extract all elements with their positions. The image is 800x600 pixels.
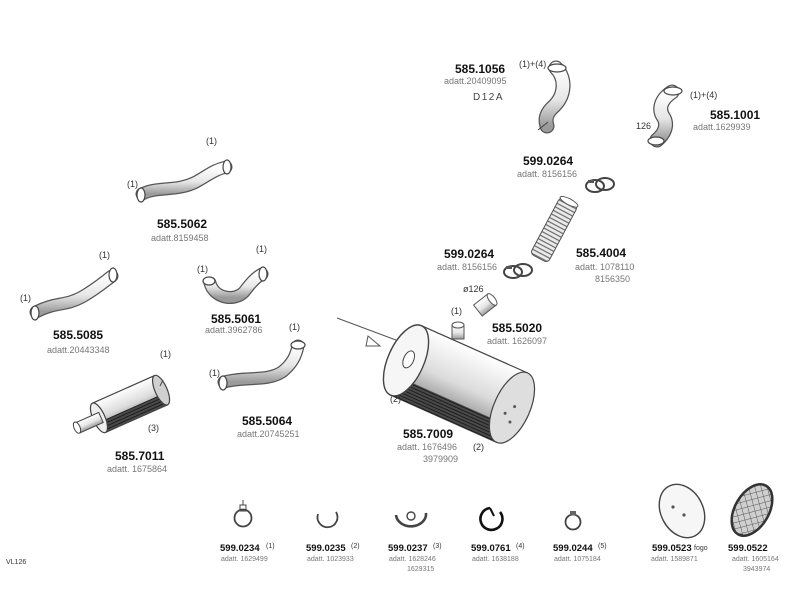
quantity-note: (1) xyxy=(99,250,110,260)
quantity-note: (1) xyxy=(197,264,208,274)
part-number[interactable]: 585.5020 xyxy=(492,321,543,335)
clamp-599-0264-mid-drawing[interactable] xyxy=(503,263,533,279)
quantity-note: (1) xyxy=(256,244,267,254)
clamp-599-0234-drawing[interactable] xyxy=(233,500,253,528)
size-note: 126 xyxy=(636,121,652,131)
reference-number-alt: 1629315 xyxy=(407,566,435,573)
quantity-note: (1) xyxy=(160,349,171,359)
clamp-599-0244-drawing[interactable] xyxy=(564,511,582,531)
part-number[interactable]: 599.0244 xyxy=(553,543,593,554)
clamp-599-0235-drawing[interactable] xyxy=(316,511,339,529)
quantity-note: (5) xyxy=(598,543,607,550)
flex-hose-585-4004-drawing[interactable] xyxy=(530,194,579,263)
clamp-599-0761-drawing[interactable] xyxy=(479,506,504,532)
part-number[interactable]: 585.1056 xyxy=(455,62,506,76)
reference-number-alt: 3943974 xyxy=(743,566,771,573)
reference-number-alt: 8156350 xyxy=(595,274,631,284)
pipe-585-5062-drawing[interactable] xyxy=(135,159,233,203)
part-number[interactable]: 599.0237 xyxy=(388,543,428,554)
reference-number: adatt. 1676496 xyxy=(397,442,458,452)
muffler-585-7009-drawing[interactable] xyxy=(336,317,544,450)
pipe-585-5061-drawing[interactable] xyxy=(202,266,269,304)
clamp-599-0264-top-drawing[interactable] xyxy=(585,177,615,193)
reference-number: adatt. 1589871 xyxy=(651,556,698,563)
part-number[interactable]: 585.7011 xyxy=(115,449,165,463)
quantity-note: (1) xyxy=(206,136,217,146)
part-number[interactable]: 585.5062 xyxy=(157,217,208,231)
reference-number: adatt. 1629499 xyxy=(221,556,268,563)
quantity-note: fogo xyxy=(694,545,708,552)
part-number[interactable]: 599.0234 xyxy=(220,543,260,554)
part-number[interactable]: 585.5085 xyxy=(53,328,104,342)
part-number[interactable]: 599.0523 xyxy=(652,543,692,554)
reference-number: adatt.20443348 xyxy=(47,345,110,355)
quantity-note: (3) xyxy=(433,543,442,550)
quantity-note: (1) xyxy=(451,306,462,316)
pipe-585-5085-drawing[interactable] xyxy=(29,267,119,321)
reference-number: adatt. 8156156 xyxy=(517,169,578,179)
quantity-note: (2) xyxy=(351,543,360,550)
cover-plate-599-0523-drawing[interactable] xyxy=(650,476,713,545)
part-number[interactable]: 599.0522 xyxy=(728,543,768,554)
drawing-code: VL126 xyxy=(6,559,27,566)
quantity-note: (2) xyxy=(473,442,484,452)
quantity-note: (1)+(4) xyxy=(519,59,547,69)
part-number[interactable]: 585.5061 xyxy=(211,312,262,326)
quantity-note: (1) xyxy=(127,179,138,189)
quantity-note: (3) xyxy=(148,423,159,433)
reference-number: adatt. 8156156 xyxy=(437,262,498,272)
reference-number: adatt.8159458 xyxy=(151,233,209,243)
reference-number: adatt. 1023933 xyxy=(307,556,354,563)
part-number[interactable]: 585.1001 xyxy=(710,108,761,122)
reference-number: adatt. 1078110 xyxy=(575,262,635,272)
quantity-note: (4) xyxy=(516,543,525,550)
reference-number: adatt. 1626097 xyxy=(487,336,548,346)
reference-number: adatt.1629939 xyxy=(693,122,751,132)
quantity-note: (1) xyxy=(209,368,220,378)
part-number[interactable]: 599.0264 xyxy=(523,154,574,168)
pipe-585-1001-drawing[interactable] xyxy=(647,84,683,148)
reference-number: adatt.20745251 xyxy=(237,429,300,439)
reference-number: adatt. 1628246 xyxy=(389,556,436,563)
part-number[interactable]: 599.0235 xyxy=(306,543,346,554)
pipe-585-1056-drawing[interactable] xyxy=(537,60,571,134)
reference-number: adatt.20409095 xyxy=(444,76,507,86)
sleeve-585-5020-drawing[interactable] xyxy=(472,292,499,317)
part-number[interactable]: 599.0264 xyxy=(444,247,495,261)
quantity-note: (1) xyxy=(289,322,300,332)
reference-number: adatt.3962786 xyxy=(205,325,263,335)
part-number[interactable]: 585.4004 xyxy=(576,246,627,260)
reference-number: adatt. 1075184 xyxy=(554,556,601,563)
size-note: ø126 xyxy=(463,284,484,294)
part-number[interactable]: 585.7009 xyxy=(403,427,454,441)
part-number[interactable]: 585.5064 xyxy=(242,414,293,428)
clamp-599-0237-drawing[interactable] xyxy=(394,511,428,528)
reference-number: adatt. 1675864 xyxy=(107,464,168,474)
quantity-note: (2) xyxy=(390,394,401,404)
mesh-grille-599-0522-drawing[interactable] xyxy=(723,477,780,542)
quantity-note: (1)+(4) xyxy=(690,90,718,100)
quantity-note: (1) xyxy=(20,293,31,303)
engine-code: D12A xyxy=(473,92,505,103)
muffler-585-7011-drawing[interactable] xyxy=(68,373,173,443)
reference-number: adatt. 1605164 xyxy=(732,556,779,563)
reference-number: adatt. 1638188 xyxy=(472,556,519,563)
quantity-note: (1) xyxy=(266,543,275,550)
pipe-585-5064-drawing[interactable] xyxy=(217,339,306,391)
part-number[interactable]: 599.0761 xyxy=(471,543,511,554)
reference-number-alt: 3979909 xyxy=(423,454,459,464)
